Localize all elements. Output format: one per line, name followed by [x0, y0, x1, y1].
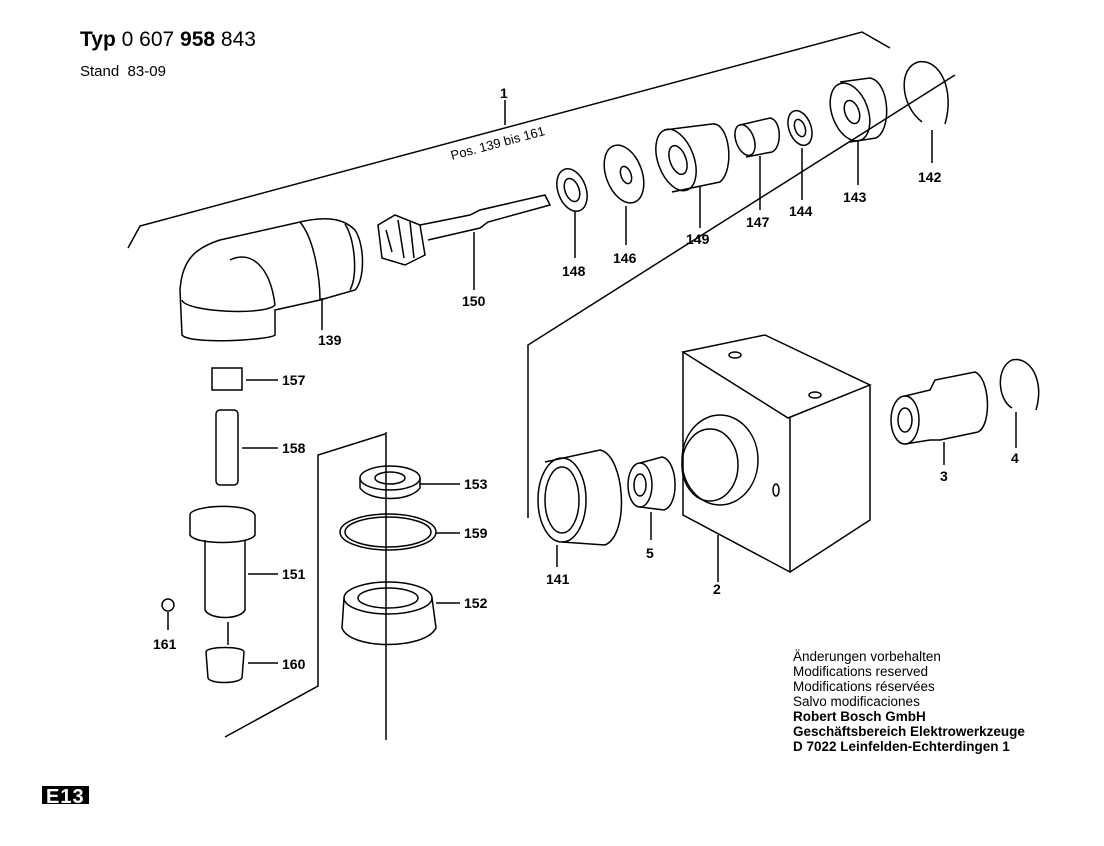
bevel-gear-151	[189, 505, 278, 645]
label-152: 152	[464, 595, 488, 611]
retaining-ring-142	[903, 61, 949, 163]
label-146: 146	[613, 250, 637, 266]
label-141: 141	[546, 571, 570, 587]
type-number-c: 843	[220, 28, 256, 51]
type-number-a: 0 607	[121, 28, 175, 51]
bushing-147	[734, 117, 780, 210]
retaining-ring-4	[999, 358, 1040, 448]
note-line-2: Modifications reserved	[793, 664, 929, 679]
label-148: 148	[562, 263, 586, 279]
angle-head-139	[179, 218, 364, 342]
stand-value: 83-09	[127, 63, 166, 80]
note-line-5: Robert Bosch GmbH	[793, 709, 926, 724]
notes-block: Änderungen vorbehalten Modifications res…	[793, 649, 1025, 754]
sleeve-160	[205, 646, 278, 684]
label-149: 149	[686, 231, 710, 247]
label-161: 161	[153, 636, 177, 652]
page-badge: E13	[42, 786, 89, 804]
type-number-b: 958	[180, 28, 216, 51]
label-150: 150	[462, 293, 486, 309]
sleeve-149	[655, 123, 730, 228]
note-line-7: D 7022 Leinfelden-Echterdingen 1	[793, 739, 1010, 754]
label-142: 142	[918, 169, 942, 185]
cap-nut-152	[341, 581, 460, 646]
note-line-6: Geschäftsbereich Elektrowerkzeuge	[793, 724, 1025, 739]
bearing-148	[556, 168, 588, 258]
ball-161	[161, 598, 175, 630]
washer-146	[603, 144, 645, 245]
note-line-4: Salvo modificaciones	[793, 694, 920, 709]
bearing-5	[627, 456, 676, 540]
note-line-3: Modifications réservées	[793, 679, 935, 694]
stand-label: Stand	[80, 63, 120, 80]
type-title: Typ 0 607 958 843	[80, 28, 256, 52]
label-143: 143	[843, 189, 867, 205]
label-3: 3	[940, 468, 948, 484]
label-2: 2	[713, 581, 721, 597]
label-153: 153	[464, 476, 488, 492]
nut-143	[829, 77, 888, 185]
type-label: Typ	[80, 28, 116, 51]
label-139: 139	[318, 332, 342, 348]
bearing-144	[787, 109, 813, 200]
note-line-1: Änderungen vorbehalten	[793, 649, 941, 664]
pin-158	[215, 409, 278, 486]
label-151: 151	[282, 566, 306, 582]
ring-159	[339, 513, 460, 551]
group-bracket-lower	[224, 433, 386, 738]
label-160: 160	[282, 656, 306, 672]
label-147: 147	[746, 214, 770, 230]
coupling-141	[537, 449, 623, 567]
spindle-sleeve-3	[890, 371, 989, 465]
group-bracket-1	[127, 31, 891, 249]
label-5: 5	[646, 545, 654, 561]
label-1: 1	[500, 85, 508, 101]
label-159: 159	[464, 525, 488, 541]
label-157: 157	[282, 372, 306, 388]
stand-line: Stand 83-09	[80, 63, 166, 80]
housing-block-2	[681, 334, 872, 582]
group-bracket-2	[527, 74, 956, 518]
bushing-157	[211, 367, 278, 391]
label-158: 158	[282, 440, 306, 456]
washer-153	[359, 465, 460, 500]
label-4: 4	[1011, 450, 1019, 466]
label-144: 144	[789, 203, 813, 219]
gear-shaft-150	[377, 194, 552, 290]
